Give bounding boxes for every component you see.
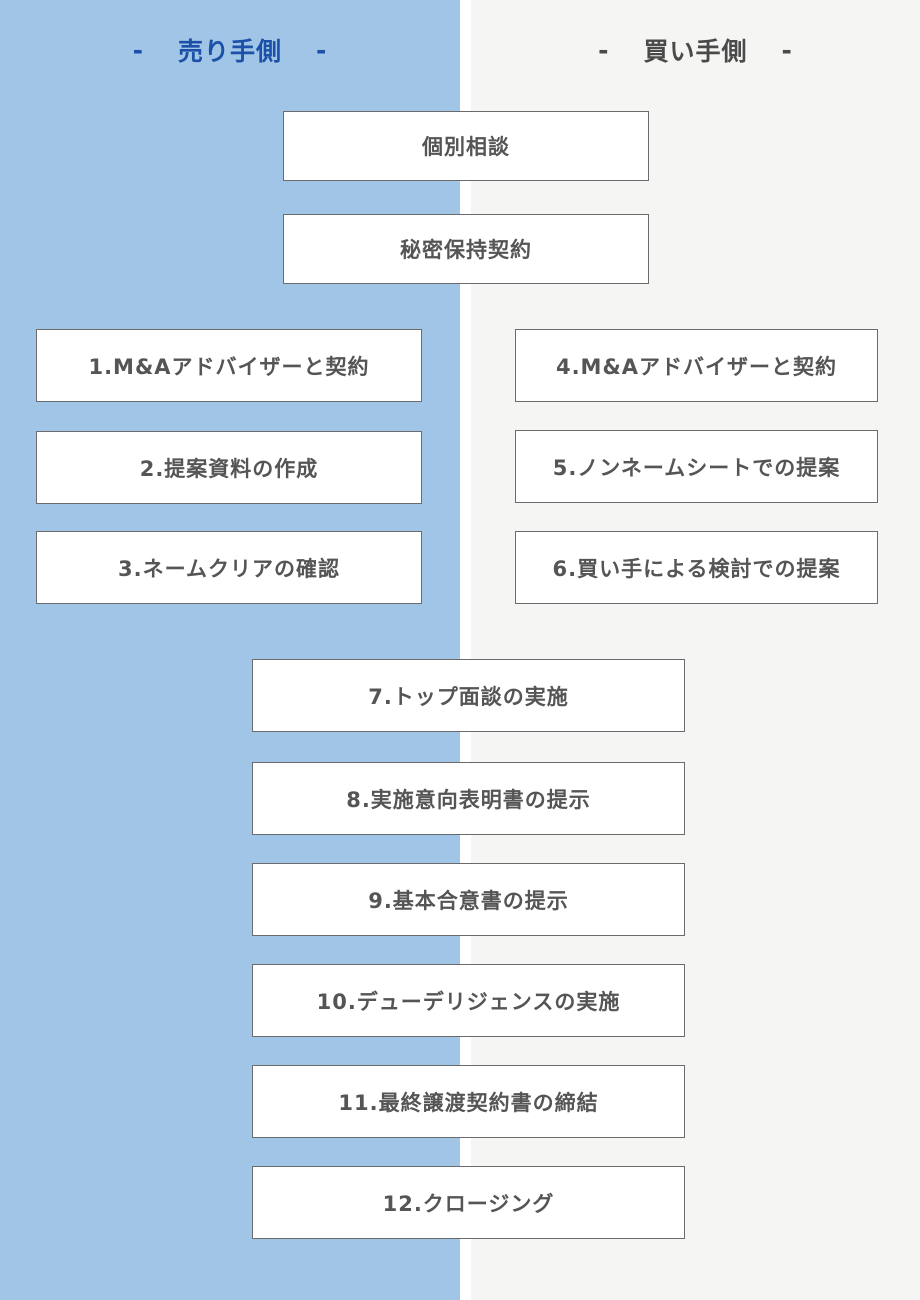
title-dash-left: - [598,35,610,65]
buyer-column-title: - 買い手側 - [471,30,920,70]
step-label: 4.M&Aアドバイザーと契約 [555,354,838,379]
joint-step-9: 9.基本合意書の提示 [252,863,685,936]
step-label: 1.M&Aアドバイザーと契約 [88,354,370,379]
buyer-step-6: 6.買い手による検討での提案 [515,531,878,604]
step-nda: 秘密保持契約 [283,214,649,284]
step-label: 3.ネームクリアの確認 [118,556,340,581]
buyer-step-5: 5.ノンネームシートでの提案 [515,430,878,503]
step-label: 6.買い手による検討での提案 [552,556,841,581]
title-dash-right: - [781,35,793,65]
step-consultation: 個別相談 [283,111,649,181]
step-label: 個別相談 [422,135,510,159]
seller-title-label: 売り手側 [177,37,282,66]
title-dash-left: - [132,35,144,65]
joint-step-12: 12.クロージング [252,1166,685,1239]
step-label: 2.提案資料の作成 [139,456,319,481]
joint-step-10: 10.デューデリジェンスの実施 [252,964,685,1037]
step-label: 11.最終譲渡契約書の締結 [338,1090,599,1115]
step-label: 9.基本合意書の提示 [368,888,569,913]
buyer-step-4: 4.M&Aアドバイザーと契約 [515,329,878,402]
step-label: 10.デューデリジェンスの実施 [316,989,621,1014]
step-label: 7.トップ面談の実施 [368,684,569,709]
step-label: 8.実施意向表明書の提示 [346,787,591,812]
seller-step-2: 2.提案資料の作成 [36,431,422,504]
step-label: 12.クロージング [382,1191,555,1216]
joint-step-11: 11.最終譲渡契約書の締結 [252,1065,685,1138]
step-label: 秘密保持契約 [400,238,532,262]
buyer-title-label: 買い手側 [643,37,748,66]
seller-step-1: 1.M&Aアドバイザーと契約 [36,329,422,402]
seller-step-3: 3.ネームクリアの確認 [36,531,422,604]
step-label: 5.ノンネームシートでの提案 [552,455,841,480]
seller-column-title: - 売り手側 - [0,30,460,70]
joint-step-8: 8.実施意向表明書の提示 [252,762,685,835]
joint-step-7: 7.トップ面談の実施 [252,659,685,732]
title-dash-right: - [316,35,328,65]
